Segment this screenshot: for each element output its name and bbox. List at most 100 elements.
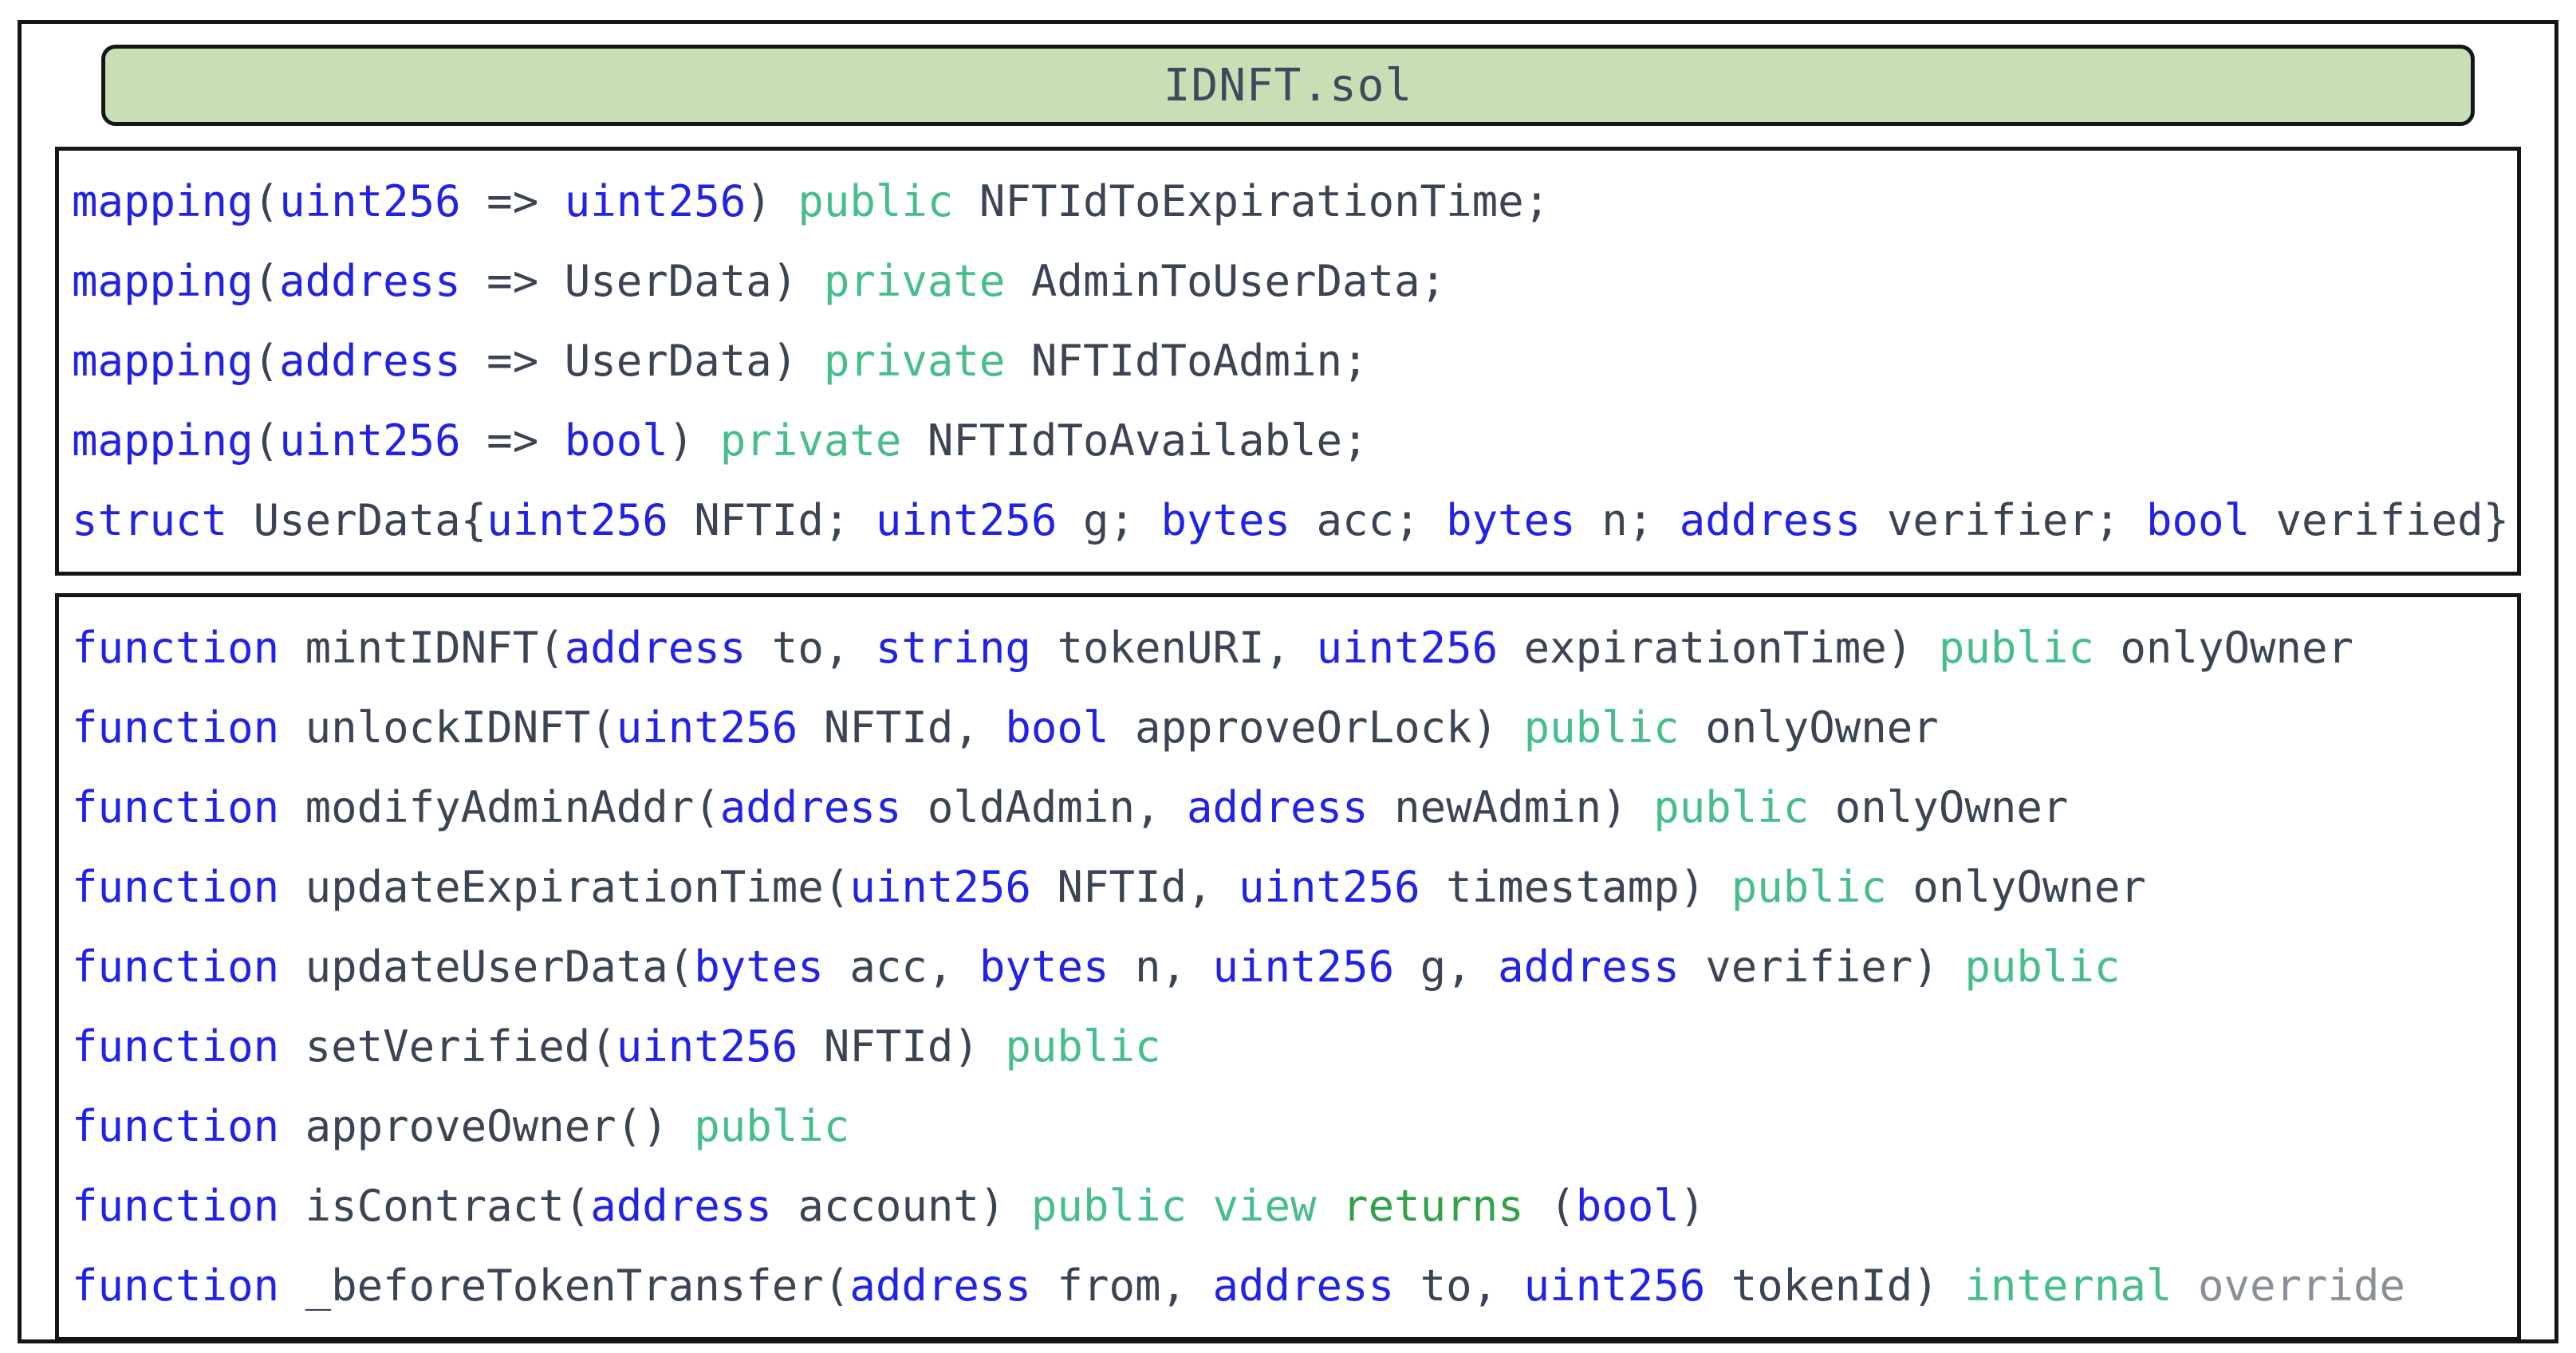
code-token: ) xyxy=(746,176,798,226)
code-token: mintIDNFT( xyxy=(279,623,565,673)
code-token: public xyxy=(1731,862,1887,912)
code-token: setVerified( xyxy=(279,1021,616,1072)
code-token: onlyOwner xyxy=(2093,623,2354,673)
code-line: mapping(uint256 => bool) private NFTIdTo… xyxy=(72,401,2511,481)
code-token: mapping xyxy=(72,336,254,386)
code-token: NFTId) xyxy=(798,1021,1006,1072)
code-token: uint256 xyxy=(875,495,1058,545)
code-token: public xyxy=(798,176,954,226)
functions-box: function mintIDNFT(address to, string to… xyxy=(55,593,2521,1341)
code-token: address xyxy=(279,256,461,306)
code-token xyxy=(1317,1181,1343,1231)
code-token: approveOwner() xyxy=(279,1101,695,1151)
state-variables-box: mapping(uint256 => uint256) public NFTId… xyxy=(55,147,2521,576)
code-line: function isContract(address account) pub… xyxy=(72,1166,2511,1246)
code-token: n, xyxy=(1109,942,1213,992)
code-token: function xyxy=(72,1181,280,1231)
code-token: struct xyxy=(72,495,228,545)
code-line: function updateUserData(bytes acc, bytes… xyxy=(72,927,2511,1007)
code-token: n; xyxy=(1575,495,1680,545)
code-token: uint256 xyxy=(564,176,746,226)
code-token: bool xyxy=(2145,495,2250,545)
code-token: function xyxy=(72,782,280,832)
code-token: uint256 xyxy=(1212,942,1395,992)
code-token: ) xyxy=(668,415,720,466)
code-token: unlockIDNFT( xyxy=(279,702,616,753)
code-token: updateUserData( xyxy=(279,942,695,992)
code-token: address xyxy=(1212,1261,1395,1311)
code-token: from, xyxy=(1030,1261,1213,1311)
code-token: to, xyxy=(746,623,876,673)
code-token: function xyxy=(72,1021,280,1072)
code-token: public xyxy=(1523,702,1680,753)
code-token: bool xyxy=(1575,1181,1680,1231)
code-token: onlyOwner xyxy=(1809,782,2069,832)
code-token: onlyOwner xyxy=(1679,702,1939,753)
code-token: NFTIdToAvailable; xyxy=(901,415,1369,466)
code-token: tokenURI, xyxy=(1030,623,1317,673)
code-token: bytes xyxy=(1446,495,1576,545)
code-token: account) xyxy=(771,1181,1031,1231)
code-token: g; xyxy=(1057,495,1161,545)
code-token: updateExpirationTime( xyxy=(279,862,850,912)
code-token: function xyxy=(72,702,280,753)
code-token: ( xyxy=(253,415,280,466)
code-token: private xyxy=(719,415,902,466)
file-title: IDNFT.sol xyxy=(1163,59,1413,112)
code-token: address xyxy=(1498,942,1680,992)
code-token: ( xyxy=(253,256,280,306)
code-token: bytes xyxy=(694,942,824,992)
code-line: mapping(uint256 => uint256) public NFTId… xyxy=(72,162,2511,242)
code-token: mapping xyxy=(72,415,254,466)
code-token: => xyxy=(460,415,565,466)
code-token: NFTId, xyxy=(1030,862,1239,912)
code-token: public xyxy=(1653,782,1810,832)
code-token: function xyxy=(72,1261,280,1311)
code-token: address xyxy=(1186,782,1369,832)
code-token: verifier) xyxy=(1679,942,1965,992)
code-line: function _beforeTokenTransfer( address fr… xyxy=(72,1246,2511,1326)
code-token: public xyxy=(1964,942,2121,992)
code-token: g, xyxy=(1394,942,1499,992)
code-token: isContract( xyxy=(279,1181,591,1231)
code-token: private xyxy=(823,336,1006,386)
code-token: NFTId, xyxy=(798,702,1006,753)
code-token: bytes xyxy=(1160,495,1291,545)
code-token: string xyxy=(875,623,1031,673)
code-token: function xyxy=(72,862,280,912)
code-token: tokenId) xyxy=(1705,1261,1965,1311)
code-token: function xyxy=(72,1101,280,1151)
code-token: ) xyxy=(1679,1181,1706,1231)
code-token: uint256 xyxy=(279,415,461,466)
code-token: public xyxy=(1030,1181,1187,1231)
code-token xyxy=(1187,1181,1213,1231)
code-line: function mintIDNFT(address to, string to… xyxy=(72,608,2511,688)
code-token: address xyxy=(564,623,746,673)
code-token: mapping xyxy=(72,176,254,226)
code-token: => UserData) xyxy=(460,256,824,306)
code-token: newAdmin) xyxy=(1368,782,1654,832)
code-token: verifier; xyxy=(1861,495,2146,545)
code-token: returns xyxy=(1342,1181,1524,1231)
code-line: function modifyAdminAddr(address oldAdmi… xyxy=(72,768,2511,848)
code-line: function unlockIDNFT(uint256 NFTId, bool… xyxy=(72,688,2511,768)
code-token: function xyxy=(72,942,280,992)
code-line: function updateExpirationTime( uint256 NF… xyxy=(72,848,2511,927)
code-token: => xyxy=(460,176,565,226)
code-line: function setVerified(uint256 NFTId) publ… xyxy=(72,1007,2511,1087)
code-token: AdminToUserData; xyxy=(1005,256,1447,306)
code-token: timestamp) xyxy=(1420,862,1731,912)
file-title-bar: IDNFT.sol xyxy=(101,45,2475,126)
code-token: address xyxy=(279,336,461,386)
code-token: uint256 xyxy=(279,176,461,226)
code-token: approveOrLock) xyxy=(1109,702,1524,753)
code-token: _beforeTokenTransfer( xyxy=(279,1261,850,1311)
code-token: onlyOwner xyxy=(1886,862,2146,912)
code-token: UserData{ xyxy=(227,495,487,545)
code-token: bool xyxy=(1005,702,1109,753)
code-token: mapping xyxy=(72,256,254,306)
code-token: uint256 xyxy=(1239,862,1420,912)
code-token: ( xyxy=(1523,1181,1576,1231)
code-token: bool xyxy=(564,415,668,466)
code-token: uint256 xyxy=(1316,623,1499,673)
